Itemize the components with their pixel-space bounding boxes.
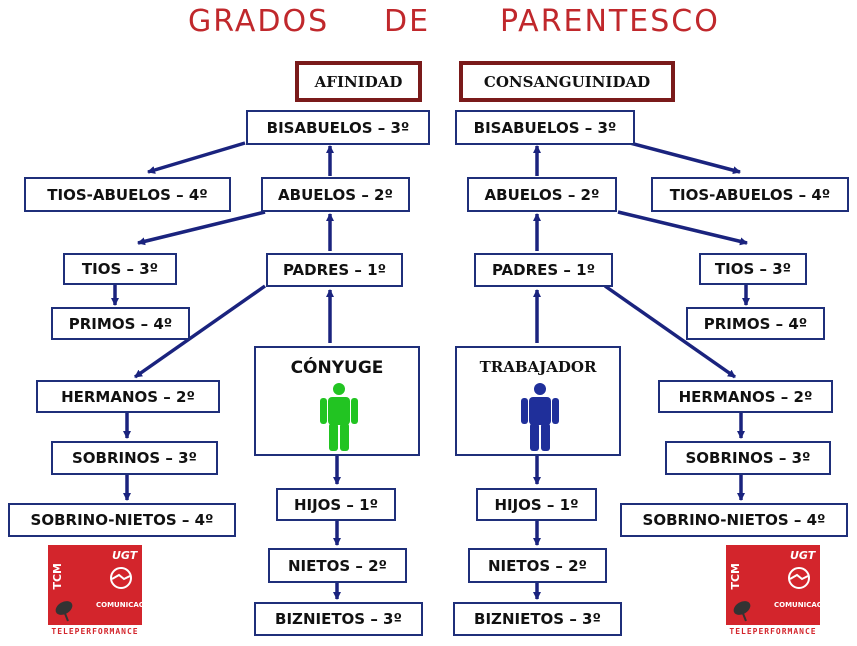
afinidad-primos: PRIMOS – 4º [51,307,190,340]
ugt-logo-left: TCM UGT COMUNICACIONES TELEPERFORMANCE [48,545,142,638]
teleperformance-text: TELEPERFORMANCE [726,625,820,638]
title-parentesco: PARENTESCO [500,4,720,39]
trabajador-label: TRABAJADOR [479,358,597,376]
consanguinidad-hermanos: HERMANOS – 2º [658,380,833,413]
afinidad-hijos: HIJOS – 1º [276,488,396,521]
afinidad-nietos: NIETOS – 2º [268,548,407,583]
teleperformance-text: TELEPERFORMANCE [48,625,142,638]
satellite-dish-icon [733,601,751,622]
afinidad-tios: TIOS – 3º [63,253,177,285]
person-blue-icon [521,383,559,451]
arrow-to-hermanos-consanguinidad [603,284,737,379]
afinidad-sobrinos: SOBRINOS – 3º [51,441,218,475]
title-de: DE [384,4,431,39]
afinidad-header: AFINIDAD [295,61,422,102]
afinidad-biznietos: BIZNIETOS – 3º [254,602,423,636]
consanguinidad-biznietos: BIZNIETOS – 3º [453,602,622,636]
arrow-to-tios-consanguinidad [617,210,748,246]
consanguinidad-header: CONSANGUINIDAD [459,61,675,102]
consanguinidad-abuelos: ABUELOS – 2º [467,177,617,212]
ugt-logo-right: TCM UGT COMUNICACIONES TELEPERFORMANCE [726,545,820,638]
afinidad-abuelos: ABUELOS – 2º [261,177,410,212]
satellite-dish-icon [55,601,73,622]
tcm-text: TCM [51,563,64,590]
handshake-icon [788,567,810,589]
trabajador-box: TRABAJADOR [455,346,621,456]
afinidad-tios-abuelos: TIOS-ABUELOS – 4º [24,177,231,212]
afinidad-bisabuelos: BISABUELOS – 3º [246,110,430,145]
consanguinidad-sobrinos: SOBRINOS – 3º [665,441,831,475]
conyuge-box: CÓNYUGE [254,346,420,456]
afinidad-padres: PADRES – 1º [266,253,403,287]
arrow-to-tios-afinidad [137,210,266,246]
consanguinidad-hijos: HIJOS – 1º [476,488,597,521]
ugt-text: UGT [112,549,138,562]
ugt-text: UGT [790,549,816,562]
arrow-to-hermanos-afinidad [133,284,267,379]
arrow-to-tios-abuelos-afinidad [147,141,246,174]
consanguinidad-bisabuelos: BISABUELOS – 3º [455,110,635,145]
person-green-icon [320,383,358,451]
consanguinidad-sobrino-nietos: SOBRINO-NIETOS – 4º [620,503,848,537]
comunicaciones-text: COMUNICACIONES [774,601,820,609]
handshake-icon [110,567,132,589]
title-grados: GRADOS [188,4,330,39]
arrow-to-tios-abuelos-consanguinidad [629,141,741,175]
afinidad-hermanos: HERMANOS – 2º [36,380,220,413]
afinidad-sobrino-nietos: SOBRINO-NIETOS – 4º [8,503,236,537]
consanguinidad-padres: PADRES – 1º [474,253,613,287]
tcm-text: TCM [729,563,742,590]
consanguinidad-primos: PRIMOS – 4º [686,307,825,340]
conyuge-label: CÓNYUGE [290,358,384,378]
consanguinidad-tios-abuelos: TIOS-ABUELOS – 4º [651,177,849,212]
comunicaciones-text: COMUNICACIONES [96,601,142,609]
consanguinidad-tios: TIOS – 3º [699,253,807,285]
consanguinidad-nietos: NIETOS – 2º [468,548,607,583]
